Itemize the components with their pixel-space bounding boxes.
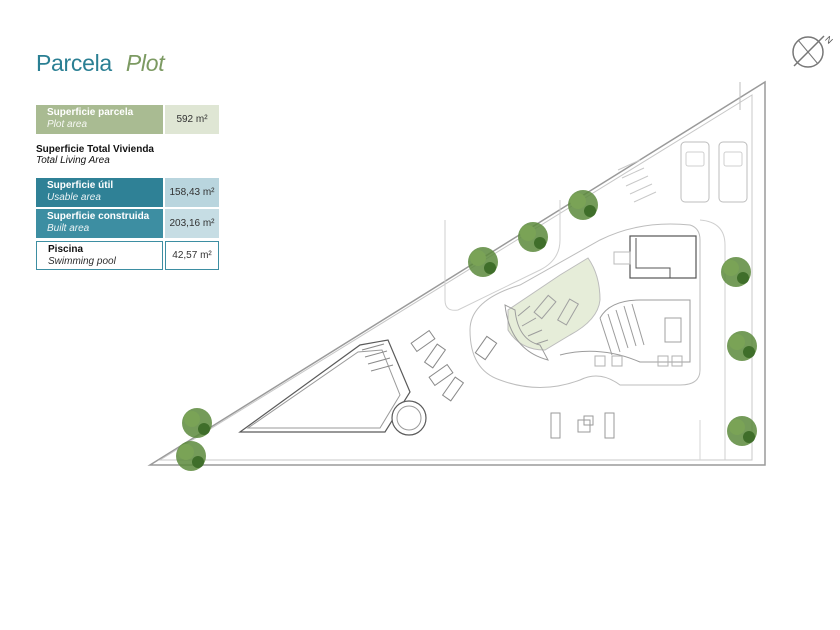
usable-area-label: Superficie útil Usable area	[36, 178, 163, 207]
side-table-small	[583, 415, 594, 426]
stairs-steps	[594, 355, 683, 367]
tree-icon	[176, 441, 206, 471]
usable-area-row: Superficie útil Usable area 158,43 m²	[36, 178, 219, 207]
jacuzzi-inner	[396, 405, 422, 431]
plot-area-row: Superficie parcela Plot area 592 m²	[36, 105, 219, 134]
car-windshield	[723, 151, 743, 167]
sunbed-icon	[604, 412, 615, 439]
plot-area-label-es: Superficie parcela	[47, 107, 134, 118]
built-area-label-es: Superficie construida	[47, 211, 150, 222]
tree-icon	[568, 190, 598, 220]
plot-area-value: 592 m²	[165, 105, 219, 134]
pool-steps	[361, 343, 394, 372]
house-wall	[559, 299, 691, 363]
page-title: Parcela Plot	[36, 50, 165, 77]
utility-box	[613, 251, 631, 265]
pool-sunbeds	[410, 329, 498, 402]
total-living-label-en: Total Living Area	[36, 155, 110, 166]
pergola-slats	[517, 303, 645, 356]
tree-icon	[468, 247, 498, 277]
tree-icon	[518, 222, 548, 252]
total-living-label-es: Superficie Total Vivienda	[36, 144, 154, 155]
upper-room	[629, 235, 697, 279]
usable-area-label-en: Usable area	[47, 192, 101, 203]
north-label: N	[823, 34, 835, 46]
tree-icon	[182, 408, 212, 438]
car-windshield	[685, 151, 705, 167]
sunbed-icon	[441, 376, 465, 402]
tree-icon	[721, 257, 751, 287]
built-area-label: Superficie construida Built area	[36, 209, 163, 238]
plot-area-label: Superficie parcela Plot area	[36, 105, 163, 134]
sunbed-icon	[533, 294, 557, 320]
driveway-path	[444, 200, 561, 311]
pool	[238, 339, 411, 433]
pool-label: Piscina Swimming pool	[36, 241, 163, 270]
inner-boundary	[158, 94, 753, 461]
sunbed-icon	[550, 412, 561, 439]
sunbed-icon	[410, 329, 436, 353]
built-area-row: Superficie construida Built area 203,16 …	[36, 209, 219, 238]
pool-label-en: Swimming pool	[48, 256, 116, 267]
tree-icon	[727, 331, 757, 361]
plot-area-label-en: Plot area	[47, 119, 88, 130]
tree-icon	[727, 416, 757, 446]
patio-furniture	[550, 412, 615, 439]
total-living-area-heading: Superficie Total Vivienda Total Living A…	[36, 144, 154, 166]
garden-sunbeds	[533, 294, 580, 326]
pool-value: 42,57 m²	[165, 241, 219, 270]
sunbed-icon	[428, 363, 454, 387]
sunbed-icon	[423, 343, 447, 369]
title-en: Plot	[125, 50, 165, 76]
sunbed-icon	[556, 298, 580, 326]
car-icon	[680, 141, 710, 203]
built-area-value: 203,16 m²	[165, 209, 219, 238]
trees	[176, 190, 757, 471]
car-icon	[718, 141, 748, 203]
curved-wall	[504, 304, 549, 361]
pool-inner	[246, 349, 401, 429]
usable-area-value: 158,43 m²	[165, 178, 219, 207]
terrace-outline	[469, 223, 701, 388]
sunbed-icon	[474, 335, 498, 361]
built-area-label-en: Built area	[47, 223, 90, 234]
plot-boundary	[147, 80, 766, 466]
usable-area-label-es: Superficie útil	[47, 180, 114, 191]
pool-row: Piscina Swimming pool 42,57 m²	[36, 241, 219, 270]
entrance-steps	[617, 159, 657, 203]
compass-north-icon: N	[792, 34, 835, 68]
side-path	[699, 219, 726, 460]
title-es: Parcela	[36, 50, 112, 76]
parking	[680, 141, 748, 203]
pool-label-es: Piscina	[48, 244, 84, 255]
table-icon	[664, 317, 682, 343]
upper-room-wall	[635, 238, 671, 278]
